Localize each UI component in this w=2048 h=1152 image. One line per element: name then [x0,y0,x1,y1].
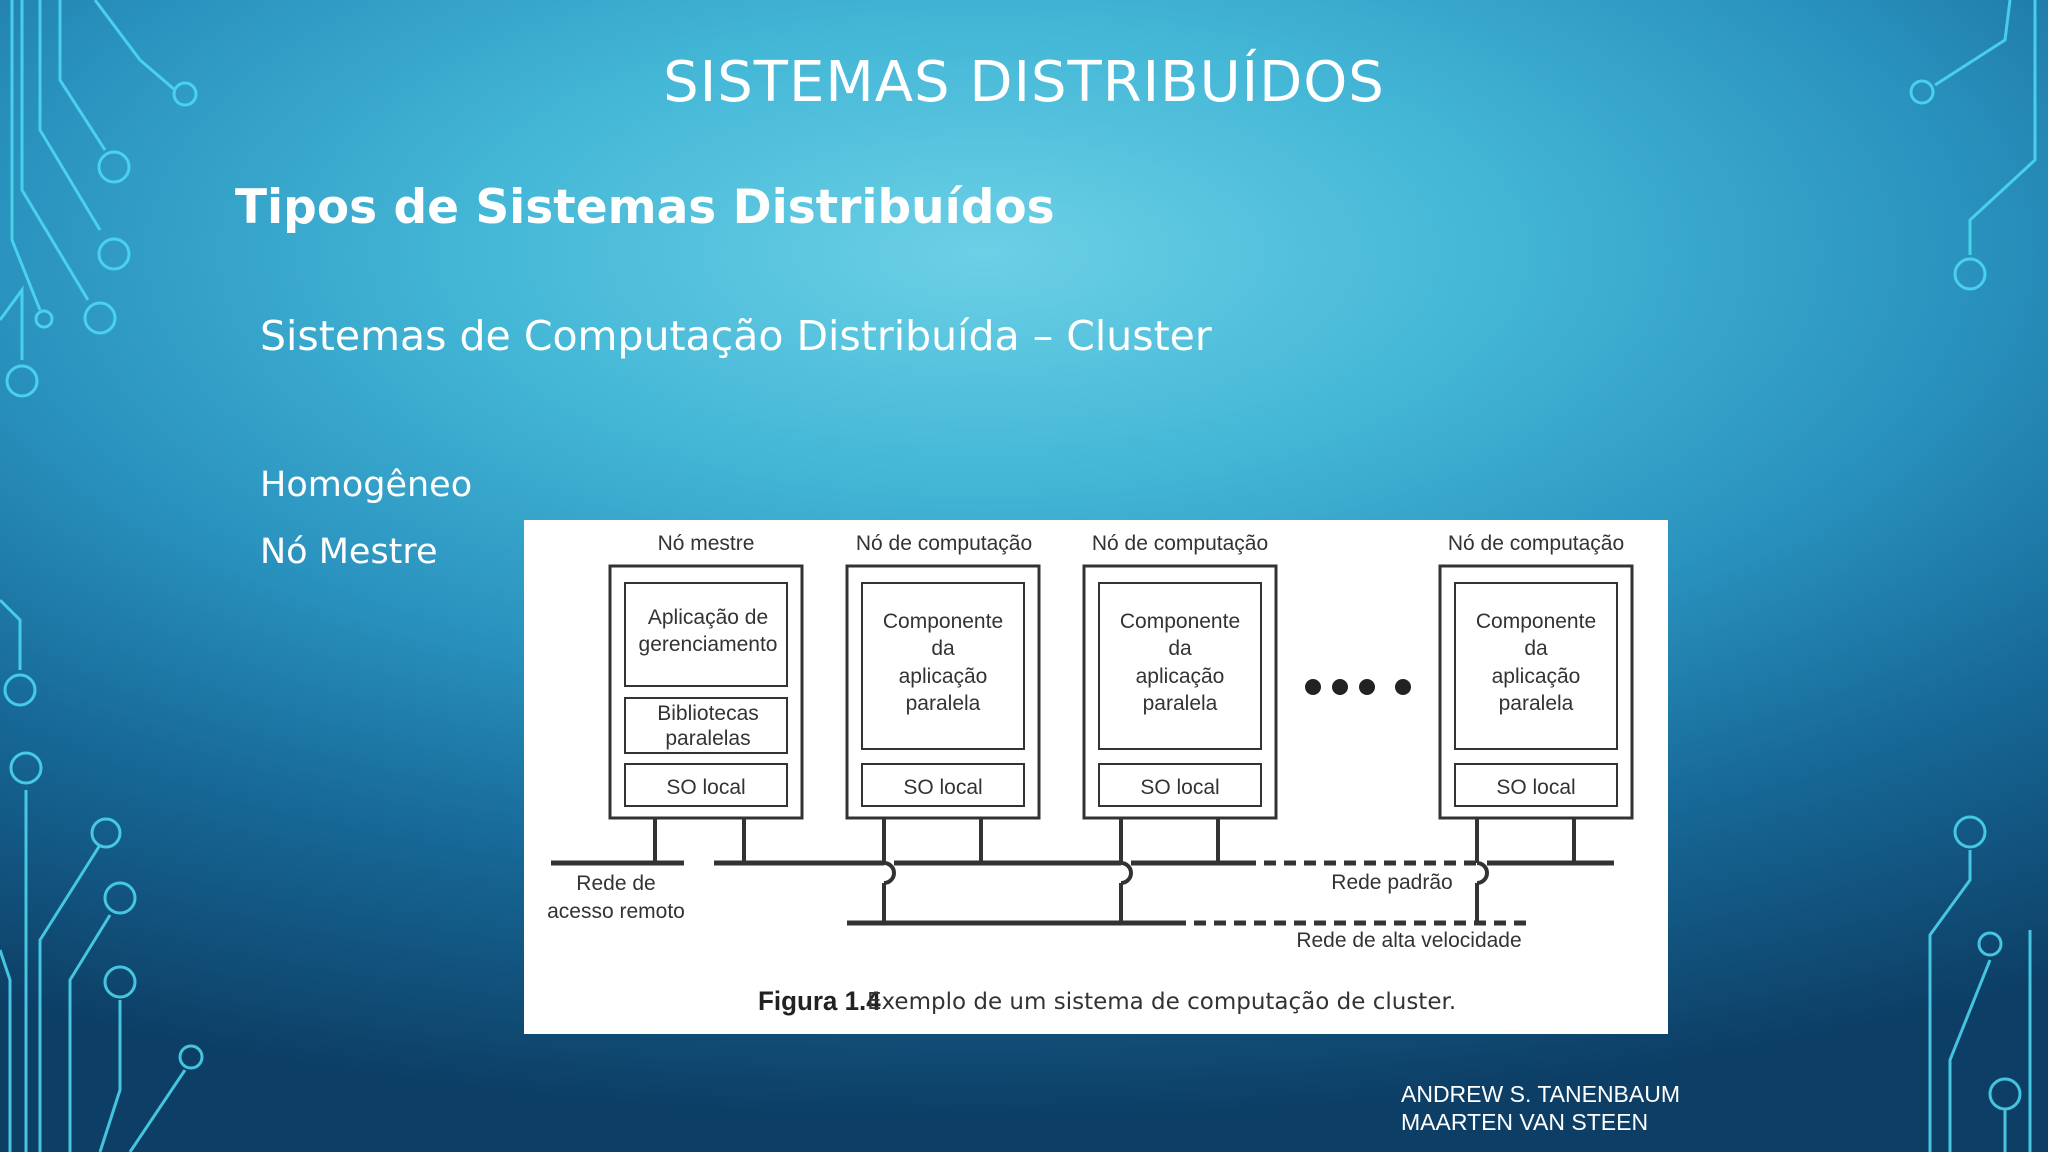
compute-os-box [1454,763,1618,807]
compute-os-box [861,763,1025,807]
master-libs-text: Bibliotecas [657,702,759,725]
credit-author: MAARTEN VAN STEEN [1401,1109,1649,1135]
master-app-box [624,582,788,687]
ellipsis-dots [1305,679,1411,695]
standard-network-label: Rede padrão [1331,871,1452,894]
compute-component-text: aplicação [899,665,988,688]
compute-component-text: paralela [906,692,981,715]
compute-component-text: da [1168,637,1192,660]
compute-node-label: Nó de computação [1092,532,1268,555]
master-os-text: SO local [666,776,745,799]
compute-node-label: Nó de computação [856,532,1032,555]
section-heading: Sistemas de Computação Distribuída – Clu… [260,312,1212,360]
compute-component-text: da [1524,637,1548,660]
compute-component-text: Componente [1120,610,1240,633]
credit-author: ANDREW S. TANENBAUM [1401,1081,1681,1107]
remote-network-label: acesso remoto [547,900,685,923]
compute-component-text: da [931,637,955,660]
compute-component-box [1098,582,1262,750]
master-libs-box [624,697,788,754]
cluster-diagram: Nó mestre Nó de computação Nó de computa… [547,532,1634,1016]
master-os-box [624,763,788,807]
compute-component-text: paralela [1499,692,1574,715]
compute-os-box [1098,763,1262,807]
compute-node-label: Nó de computação [1448,532,1624,555]
compute-component-text: Componente [1476,610,1596,633]
compute-component-text: aplicação [1492,665,1581,688]
compute-component-text: paralela [1143,692,1218,715]
compute-component-text: Componente [883,610,1003,633]
slide-title: SISTEMAS DISTRIBUÍDOS [663,50,1385,115]
master-app-text: Aplicação de [648,606,768,629]
compute-os-text: SO local [1496,776,1575,799]
slide-subtitle: Tipos de Sistemas Distribuídos [235,180,1055,235]
master-app-text: gerenciamento [639,633,778,656]
compute-node-box [845,564,1041,820]
compute-component-box [1454,582,1618,750]
cluster-figure: Nó mestre Nó de computação Nó de computa… [524,520,1668,1034]
compute-component-box [861,582,1025,750]
book-credits: ANDREW S. TANENBAUM MAARTEN VAN STEEN [1401,1080,1680,1136]
master-node-box [608,564,804,820]
remote-network-label: Rede de [576,872,655,895]
compute-os-text: SO local [1140,776,1219,799]
bullet-item: Nó Mestre [260,532,438,572]
master-libs-text: paralelas [665,727,750,750]
caption-label: Figura 1.4 [758,985,881,1016]
compute-node-box [1438,564,1634,820]
caption-text: Exemplo de um sistema de computação de c… [867,989,1456,1015]
bullet-item: Homogêneo [260,465,473,505]
compute-node-box [1082,564,1278,820]
compute-os-text: SO local [903,776,982,799]
master-node-label: Nó mestre [658,532,755,555]
high-speed-network-label: Rede de alta velocidade [1296,929,1521,952]
compute-component-text: aplicação [1136,665,1225,688]
